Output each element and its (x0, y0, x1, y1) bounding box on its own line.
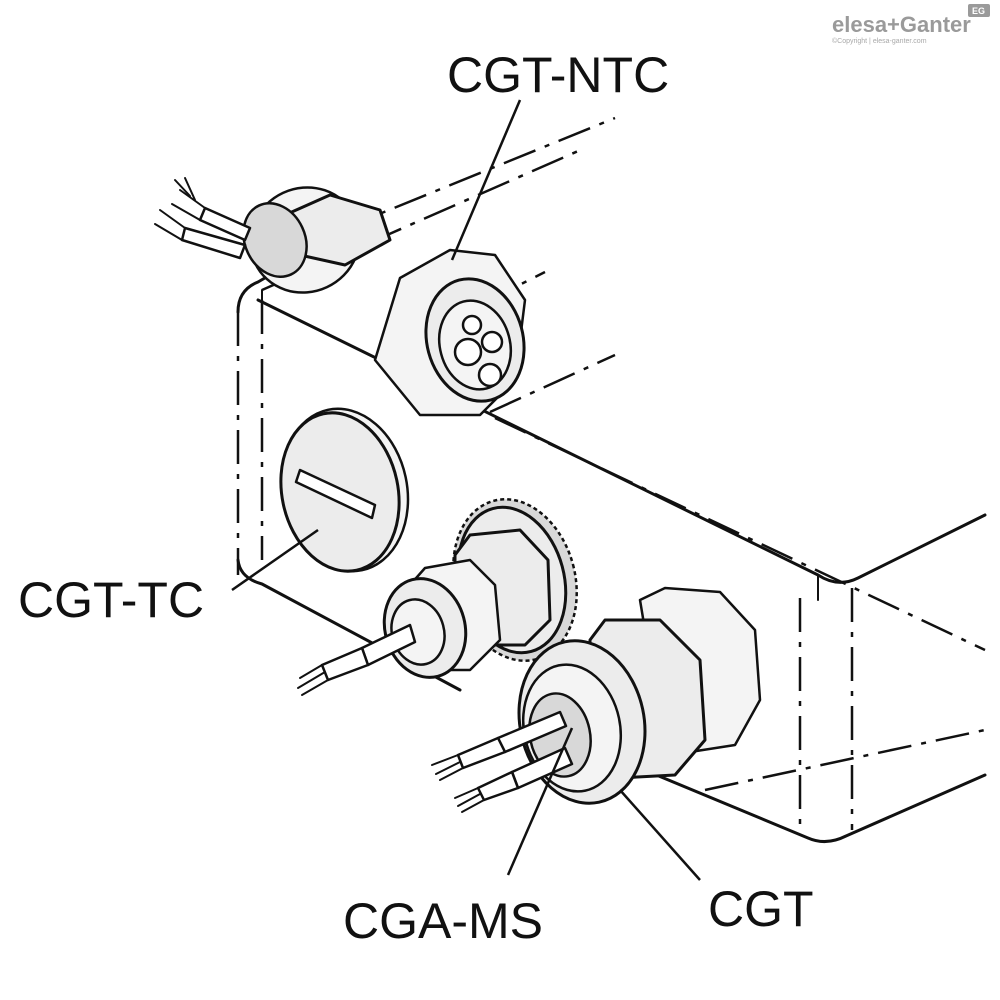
leader-lines (231, 99, 701, 881)
label-cgt-ntc: CGT-NTC (447, 47, 669, 103)
label-cgt: CGT (708, 881, 814, 937)
leader-cgt (619, 789, 701, 881)
rear-gland (154, 177, 392, 294)
ntc-hole-1 (453, 337, 483, 367)
cgt-tc-cap (279, 407, 410, 573)
leader-cga-ms (506, 727, 574, 876)
ntc-hole-4 (461, 314, 483, 336)
slot-icon (294, 468, 377, 520)
brand-badge (968, 4, 990, 17)
cgt-ntc-gland (373, 248, 527, 417)
brand-badge-text: EG (972, 6, 985, 16)
brand-copyright: ©Copyright | elesa-ganter.com (832, 37, 927, 45)
ntc-hole-3 (480, 330, 504, 354)
cgt-large-gland (431, 586, 762, 813)
cga-ms-assembly (297, 498, 578, 696)
label-cgt-tc: CGT-TC (18, 572, 204, 628)
leader-cgt-ntc (450, 99, 522, 261)
leader-cgt-tc (231, 528, 319, 592)
ntc-hole-2 (477, 362, 503, 388)
label-cga-ms: CGA-MS (343, 893, 543, 949)
brand-name: elesa+Ganter (832, 12, 971, 37)
brand-logo: elesa+Ganter ©Copyright | elesa-ganter.c… (832, 4, 990, 45)
